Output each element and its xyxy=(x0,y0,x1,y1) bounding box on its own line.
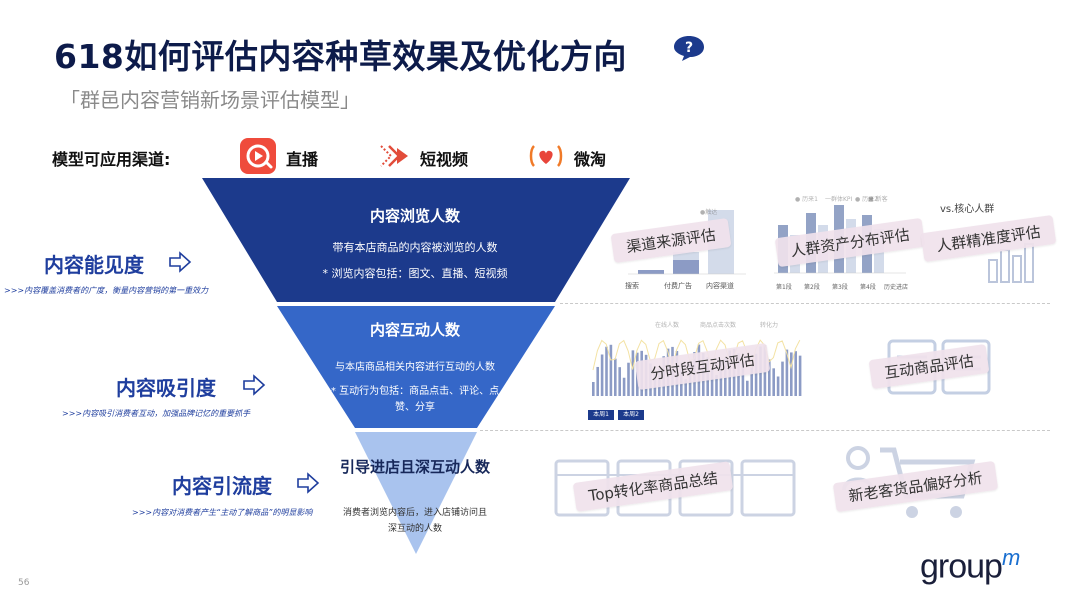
chart-bar xyxy=(746,380,749,396)
funnel-level-1-title: 内容浏览人数 xyxy=(369,207,460,225)
metric-traffic-label: 内容引流度 xyxy=(172,474,272,498)
content-funnel xyxy=(202,178,630,554)
separator-line xyxy=(480,430,1050,431)
chart-tick-label: 第3段 xyxy=(832,284,848,291)
hourly-chart-legend: 在线人数 xyxy=(655,322,680,329)
chart-bar xyxy=(710,365,714,396)
funnel-level-3-title: 引导进店且深互动人数 xyxy=(339,458,490,476)
chart-bar xyxy=(715,374,718,396)
page-title: 618如何评估内容种草效果及优化方向 xyxy=(54,37,627,76)
metric-visibility-label: 内容能见度 xyxy=(44,253,144,277)
groupm-logo: groupm xyxy=(920,545,1020,586)
chart-bar xyxy=(627,362,630,396)
chart-bar xyxy=(614,358,617,396)
funnel-level-1 xyxy=(202,178,630,302)
chart-bar xyxy=(776,376,780,396)
arrow-right-icon xyxy=(169,251,192,273)
funnel-level-2 xyxy=(277,306,555,428)
logo-sup: m xyxy=(1001,545,1020,570)
channels-label: 模型可应用渠道: xyxy=(52,150,171,169)
chart-bar xyxy=(605,346,608,396)
audience-chart-legend: ● 历来2 xyxy=(855,196,878,203)
chart-bar xyxy=(750,365,753,396)
chart-bar xyxy=(622,377,626,396)
week-chip: 本周1 xyxy=(588,410,614,420)
chart-tick-label: 第4段 xyxy=(860,284,876,291)
chart-bar xyxy=(596,366,599,396)
chart-bar xyxy=(684,379,687,396)
channel-short-video-label: 短视频 xyxy=(420,150,469,169)
chart-tick-label: 第2段 xyxy=(804,284,820,291)
funnel-level-1-desc: 带有本店商品的内容被浏览的人数 xyxy=(332,241,498,254)
page-number: 56 xyxy=(18,578,30,588)
chart-bar xyxy=(609,344,613,396)
chart-tick-label: 历史进店 xyxy=(884,284,909,291)
chart-bar xyxy=(600,354,604,396)
svg-text:?: ? xyxy=(685,40,693,56)
chart-bar xyxy=(638,270,664,274)
funnel-level-2-title: 内容互动人数 xyxy=(369,321,460,339)
vs-core-audience-label: vs.核心人群 xyxy=(940,204,995,215)
arrow-right-icon xyxy=(243,374,266,396)
chart-bar xyxy=(781,361,784,396)
channel-chart-legend: ●触达 xyxy=(700,209,718,216)
audience-chart-legend: 一群体KPI xyxy=(825,196,853,203)
chart-tick-label: 付费广告 xyxy=(664,282,692,290)
metric-traffic-note: >>>内容对消费者产生“主动了解商品”的明显影响 xyxy=(132,508,313,517)
chart-bar xyxy=(741,362,745,396)
week-chip: 本周2 xyxy=(618,410,644,420)
chart-bar xyxy=(592,382,595,396)
chart-bar xyxy=(768,359,771,396)
funnel-level-3 xyxy=(355,432,477,554)
separator-line xyxy=(560,303,1050,304)
chart-bar xyxy=(673,260,699,274)
metric-attraction-label: 内容吸引度 xyxy=(116,376,216,400)
funnel-level-1-note: * 浏览内容包括：图文、直播、短视频 xyxy=(322,267,508,280)
funnel-level-2-note: * 互动行为包括：商品点击、评论、点赞、分享 xyxy=(330,386,500,413)
page-subtitle: 「群邑内容营销新场景评估模型」 xyxy=(60,88,360,112)
audience-chart-legend: ■ 新客 xyxy=(868,196,888,203)
funnel-level-3-desc: 消费者浏览内容后，进入店铺访问且深互动的人数 xyxy=(342,508,487,534)
hourly-chart-legend: 转化力 xyxy=(760,322,779,329)
weitao-icon xyxy=(529,145,563,167)
chart-tick-label: 内容渠道 xyxy=(706,282,734,290)
logo-text: group xyxy=(920,547,1003,586)
chart-bar xyxy=(785,349,789,396)
arrow-right-icon xyxy=(297,472,320,494)
metric-visibility-note: >>>内容覆盖消费者的广度，衡量内容营销的第一重效力 xyxy=(4,286,209,295)
question-bubble-icon: ? xyxy=(674,36,704,61)
hourly-chart-legend: 商品点击次数 xyxy=(700,322,737,329)
metric-attraction-note: >>>内容吸引消费者互动，加强品牌记忆的重要抓手 xyxy=(62,409,251,418)
chart-bar xyxy=(798,355,802,396)
short-video-icon xyxy=(380,145,408,167)
chart-tick-label: 搜索 xyxy=(625,282,639,290)
funnel-level-2-desc: 与本店商品相关内容进行互动的人数 xyxy=(335,362,495,373)
audience-chart-legend: ● 历来1 xyxy=(795,196,818,203)
live-stream-icon xyxy=(240,138,276,174)
chart-bar xyxy=(631,350,635,396)
channel-weitao-label: 微淘 xyxy=(574,150,607,169)
chart-bar xyxy=(794,351,797,396)
chart-tick-label: 第1段 xyxy=(776,284,792,291)
chart-bar xyxy=(673,252,699,260)
channel-live-label: 直播 xyxy=(286,150,319,169)
chart-bar xyxy=(618,367,621,396)
chart-bar xyxy=(790,352,793,396)
chart-bar xyxy=(772,368,775,396)
chart-bar xyxy=(754,353,758,396)
